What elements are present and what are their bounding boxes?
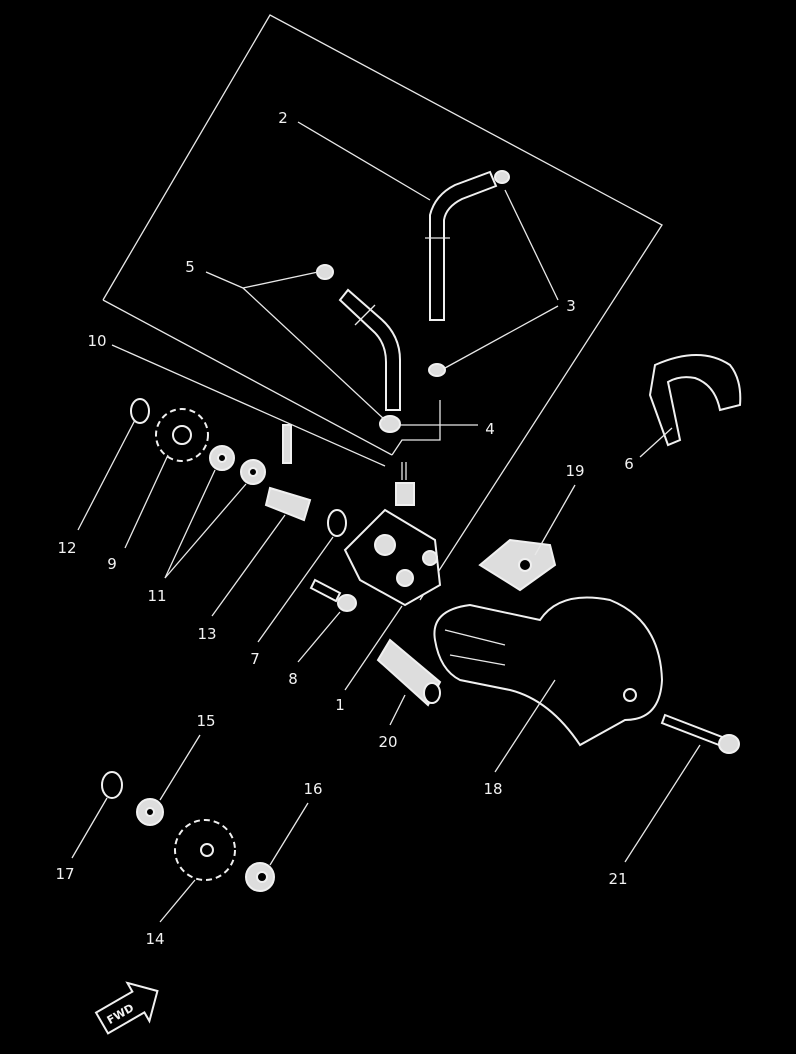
callout-20: 20 bbox=[378, 733, 397, 751]
callout-21: 21 bbox=[608, 870, 627, 888]
leader-lines bbox=[71, 121, 701, 923]
callout-10: 10 bbox=[87, 332, 106, 350]
gear-14 bbox=[174, 819, 236, 881]
bolt-21 bbox=[660, 713, 740, 754]
callout-12: 12 bbox=[57, 539, 76, 557]
o-ring-7 bbox=[327, 509, 347, 537]
callout-15: 15 bbox=[196, 712, 215, 730]
callout-2: 2 bbox=[278, 109, 288, 127]
callout-8: 8 bbox=[288, 670, 298, 688]
hose-clip-3 bbox=[428, 170, 510, 377]
bracket-19 bbox=[478, 538, 557, 592]
oil-hose-2 bbox=[425, 170, 498, 321]
callout-17: 17 bbox=[55, 865, 74, 883]
oil-hose-4 bbox=[338, 288, 401, 433]
clip-17 bbox=[101, 771, 123, 799]
screw-8 bbox=[309, 578, 357, 612]
callout-5: 5 bbox=[185, 258, 195, 276]
washer-11 bbox=[209, 445, 266, 485]
washer-16 bbox=[245, 862, 275, 892]
callout-13: 13 bbox=[197, 625, 216, 643]
cover-18 bbox=[433, 596, 664, 747]
callout-14: 14 bbox=[145, 930, 164, 948]
callout-11: 11 bbox=[147, 587, 166, 605]
gear-9 bbox=[155, 408, 209, 462]
callout-1: 1 bbox=[335, 696, 345, 714]
callout-18: 18 bbox=[483, 780, 502, 798]
hose-clip-5 bbox=[316, 264, 334, 280]
oil-pump-1 bbox=[343, 462, 442, 607]
washer-15 bbox=[136, 798, 164, 826]
callout-16: 16 bbox=[303, 780, 322, 798]
assembly-frame bbox=[102, 14, 663, 601]
callout-6: 6 bbox=[624, 455, 634, 473]
callout-7: 7 bbox=[250, 650, 260, 668]
callout-3: 3 bbox=[566, 297, 576, 315]
pin-10 bbox=[282, 424, 292, 464]
forward-arrow-icon: FWD bbox=[94, 981, 159, 1035]
callout-19: 19 bbox=[565, 462, 584, 480]
shaft-13 bbox=[264, 486, 312, 522]
cover-6 bbox=[648, 354, 742, 447]
callout-4: 4 bbox=[485, 420, 495, 438]
sleeve-20 bbox=[376, 638, 442, 707]
callout-9: 9 bbox=[107, 555, 117, 573]
clip-12 bbox=[130, 398, 150, 424]
